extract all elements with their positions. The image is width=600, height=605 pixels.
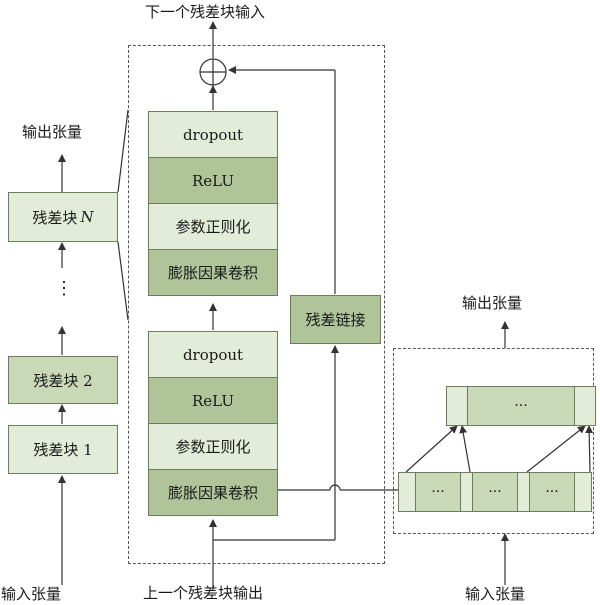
residual-block-n: 残差块 N xyxy=(8,192,118,242)
lower-weight-norm-layer: 参数正则化 xyxy=(148,423,278,470)
residual-block-n-prefix: 残差块 xyxy=(32,208,78,227)
upper-relu-layer: ReLU xyxy=(148,157,278,204)
output-tensor-cell: ··· xyxy=(514,398,528,414)
output-tensor-bar: ··· xyxy=(446,386,596,426)
input-tensor-cell-2: ··· xyxy=(472,473,518,511)
upper-weight-norm-layer: 参数正则化 xyxy=(148,203,278,250)
residual-block-1: 残差块 1 xyxy=(8,425,118,474)
lower-dilated-causal-conv-layer: 膨胀因果卷积 xyxy=(148,469,278,516)
prev-block-output-label: 上一个残差块输出 xyxy=(143,584,264,602)
residual-block-detail-frame xyxy=(128,45,385,564)
lower-dropout-layer: dropout xyxy=(148,331,278,378)
input-tensor-bar: ··· ··· ··· xyxy=(398,472,592,512)
left-input-tensor-label: 输入张量 xyxy=(1,585,62,603)
next-block-input-label: 下一个残差块输入 xyxy=(145,3,266,21)
ellipsis: ⋮ xyxy=(55,278,73,299)
residual-block-2: 残差块 2 xyxy=(8,356,118,404)
left-output-tensor-label: 输出张量 xyxy=(22,123,83,141)
upper-dilated-causal-conv-layer: 膨胀因果卷积 xyxy=(148,249,278,296)
dilated-conv-detail-frame xyxy=(393,348,594,534)
output-tensor-end-right xyxy=(574,387,595,425)
input-tensor-cell-3: ··· xyxy=(529,473,575,511)
upper-dropout-layer: dropout xyxy=(148,111,278,158)
output-tensor-end-left xyxy=(447,387,468,425)
right-output-tensor-label: 输出张量 xyxy=(462,294,523,312)
residual-link-box: 残差链接 xyxy=(290,295,381,344)
lower-relu-layer: ReLU xyxy=(148,377,278,424)
right-input-tensor-label: 输入张量 xyxy=(465,585,526,603)
input-tensor-cell-1: ··· xyxy=(415,473,461,511)
residual-block-n-var: N xyxy=(80,208,94,226)
